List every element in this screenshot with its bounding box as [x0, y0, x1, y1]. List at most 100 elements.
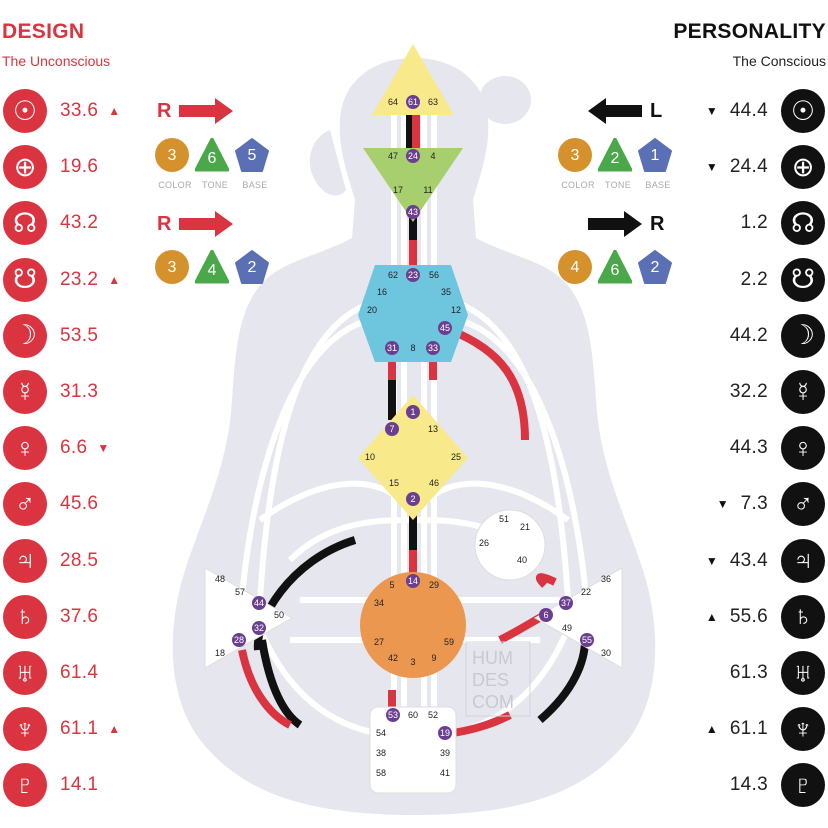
personality-planet-value: 14.3 — [729, 774, 768, 796]
personality-arrow-2: R — [588, 211, 664, 237]
design-planet-row: ⊕19.6 — [3, 144, 108, 190]
personality-planet-value: 32.2 — [729, 381, 768, 402]
gate-number: 34 — [374, 598, 384, 608]
gate-number: 54 — [376, 728, 386, 738]
personality-subtitle: The Conscious — [732, 53, 826, 69]
active-gate-marker — [559, 596, 573, 610]
gate-number: 52 — [428, 710, 438, 720]
personality-planet-row: 32.2☿ — [718, 369, 825, 415]
gate-number: 9 — [431, 653, 436, 663]
mars-icon: ♂ — [781, 482, 825, 527]
personality-planet-value: 55.6 — [729, 605, 768, 627]
design-planet-value: 33.6 — [60, 100, 99, 121]
gate-number: 55 — [582, 635, 592, 645]
earth-icon: ⊕ — [3, 145, 47, 190]
personality-planet-row: 2.2☋ — [729, 257, 825, 303]
personality-planet-row: 61.3♅ — [718, 650, 825, 696]
jupiter-icon: ♃ — [781, 538, 825, 583]
design-variable-labels: COLOR TONE BASE — [155, 180, 275, 190]
active-gate-marker — [539, 608, 553, 622]
active-channels — [238, 112, 589, 739]
venus-icon: ♀ — [781, 426, 825, 471]
gate-number: 13 — [428, 424, 438, 434]
moon-icon: ☽ — [781, 313, 825, 358]
personality-planet-value: 44.2 — [729, 324, 768, 346]
saturn-icon: ♄ — [781, 594, 825, 639]
design-planet-row: ♃28.5 — [3, 538, 108, 584]
mars-icon: ♂ — [3, 482, 47, 527]
design-arrow-2-letter: R — [157, 212, 172, 235]
arrow-right-icon — [588, 211, 642, 237]
personality-planet-value: 2.2 — [740, 268, 768, 290]
personality-planet-row: ▼44.4☉ — [706, 88, 825, 134]
gate-number: 35 — [441, 287, 451, 297]
gate-number: 56 — [429, 270, 439, 280]
design-arrow-2: R — [157, 211, 234, 237]
gate-number: 21 — [520, 522, 530, 532]
gate-number: 33 — [428, 343, 438, 353]
gate-number: 50 — [274, 610, 284, 620]
gate-number: 43 — [408, 207, 418, 217]
watermark-line-3: COM — [472, 692, 514, 712]
color-badge: 3 — [558, 138, 592, 172]
personality-planet-value: 44.4 — [729, 100, 768, 121]
design-planet-row: ☉33.6▲ — [3, 88, 120, 134]
gate-number: 30 — [601, 648, 611, 658]
design-planet-row: ☋23.2▲ — [3, 257, 120, 303]
personality-planet-row: 1.2☊ — [729, 200, 825, 246]
personality-title: PERSONALITY — [673, 20, 826, 43]
tone-label: TONE — [604, 180, 632, 190]
gate-number: 48 — [215, 574, 225, 584]
design-planet-row: ☊43.2 — [3, 200, 108, 246]
active-gate-marker — [438, 726, 452, 740]
gate-number: 53 — [388, 710, 398, 720]
uranus-icon: ♅ — [781, 651, 825, 695]
exaltation-marker: ▲ — [705, 609, 718, 624]
exaltation-marker: ▲ — [108, 272, 121, 287]
gate-number: 39 — [440, 748, 450, 758]
active-gate-marker — [385, 341, 399, 355]
gate-number: 58 — [376, 768, 386, 778]
base-badge: 5 — [235, 138, 269, 172]
gate-number: 17 — [393, 185, 403, 195]
design-planet-value: 14.1 — [60, 774, 99, 796]
gate-number: 37 — [561, 598, 571, 608]
throat-center — [358, 265, 468, 362]
gate-number: 3 — [410, 657, 415, 667]
gate-number: 38 — [376, 748, 386, 758]
gate-number: 2 — [410, 494, 415, 504]
sun-icon: ☉ — [3, 89, 47, 133]
gate-number: 27 — [374, 637, 384, 647]
pluto-icon: ♇ — [3, 763, 47, 808]
base-badge: 2 — [638, 250, 672, 284]
exaltation-marker: ▼ — [97, 441, 110, 456]
design-planet-value: 28.5 — [60, 549, 99, 571]
tone-badge: 6 — [598, 250, 632, 284]
gate-number: 8 — [410, 343, 415, 353]
uranus-icon: ♅ — [3, 651, 47, 695]
gate-number: 20 — [367, 305, 377, 315]
personality-planet-row: 44.3♀ — [718, 425, 825, 471]
gate-number: 49 — [562, 623, 572, 633]
color-label: COLOR — [158, 180, 192, 190]
design-title: DESIGN — [2, 20, 85, 43]
personality-arrow-1: L — [588, 98, 662, 124]
personality-arrow-2-letter: R — [650, 212, 665, 235]
active-gate-marker — [406, 405, 420, 419]
personality-variable-labels: COLOR TONE BASE — [558, 180, 678, 190]
personality-planet-row: ▲ 55.6 ♄ — [706, 594, 825, 640]
gate-number: 57 — [235, 587, 245, 597]
watermark-line-2: DES — [472, 670, 509, 690]
watermark: HUM DES COM — [465, 641, 531, 717]
design-subtitle: The Unconscious — [2, 53, 111, 69]
design-planet-row: ☿31.3 — [3, 369, 108, 415]
sun-icon: ☉ — [781, 89, 825, 133]
exaltation-marker: ▲ — [108, 722, 121, 737]
gate-number: 41 — [440, 768, 450, 778]
personality-planet-row: ▼7.3♂ — [717, 481, 825, 527]
personality-planet-row: ▼24.4⊕ — [706, 144, 825, 190]
spleen-center — [204, 567, 294, 669]
